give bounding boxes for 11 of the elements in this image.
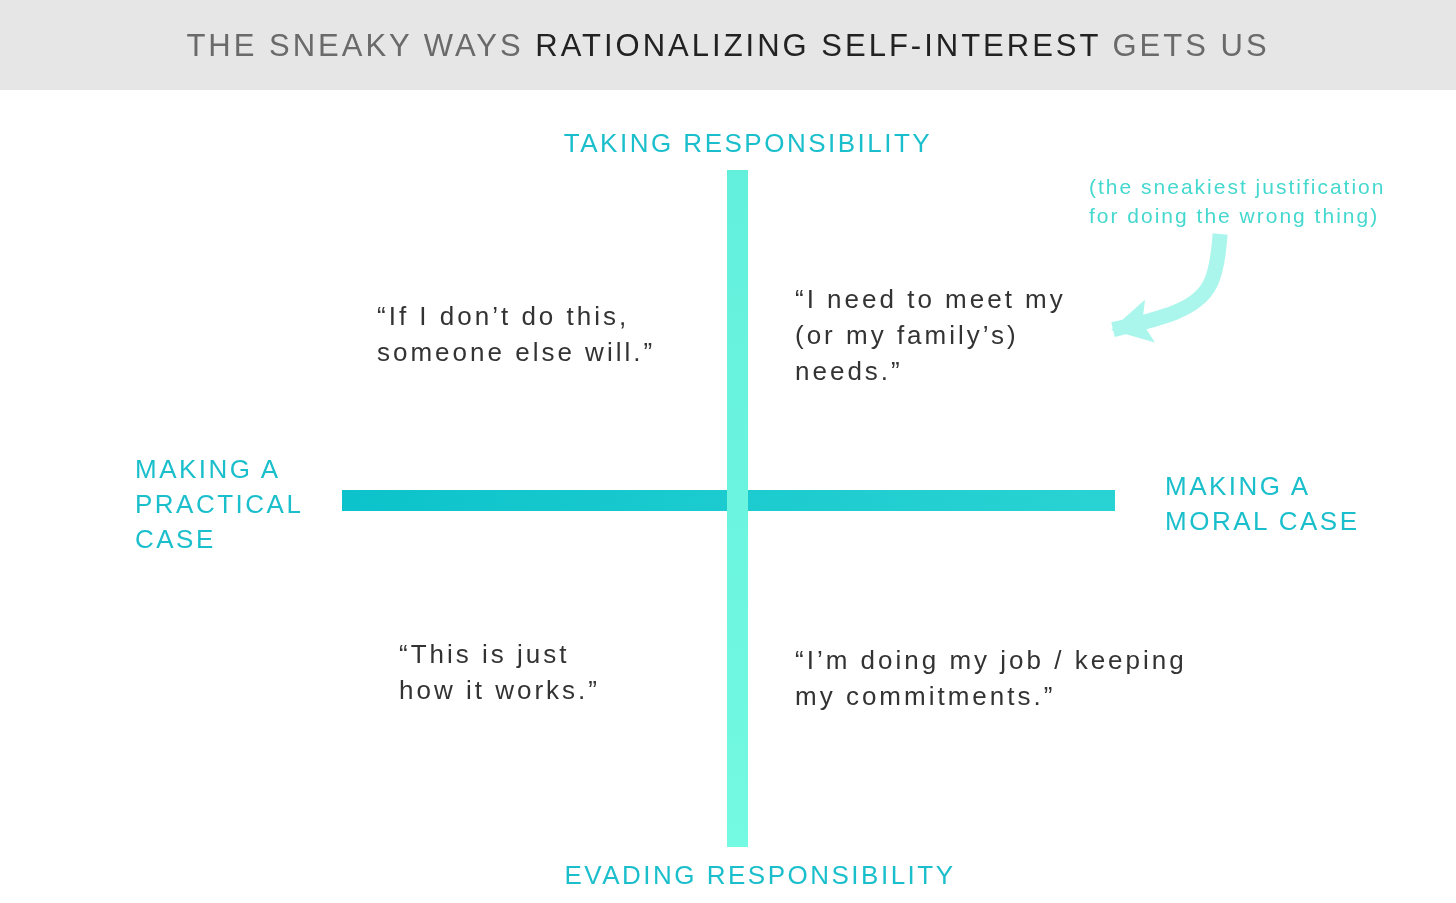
annotation-text: (the sneakiest justification for doing the wrong thing) xyxy=(1089,172,1394,230)
axis-label: MAKING A PRACTICAL CASE xyxy=(135,453,304,556)
quote-text: “I’m doing my job / keeping my commitments.” xyxy=(795,644,1188,713)
quote-text: “I need to meet my (or my family’s) needs.” xyxy=(795,281,1107,389)
quote-text: “This is just how it works.” xyxy=(399,638,601,707)
axis-label: MAKING A MORAL CASE xyxy=(1165,470,1361,538)
quote-text: “If I don’t do this, someone else will.” xyxy=(377,300,657,369)
axis-label: TAKING RESPONSIBILITY xyxy=(562,127,934,160)
title-text: THE SNEAKY WAYS RATIONALIZING SELF-INTEREST GETS US xyxy=(185,28,1271,64)
axis-label: EVADING RESPONSIBILITY xyxy=(563,859,957,892)
curved-arrow xyxy=(1111,233,1228,343)
